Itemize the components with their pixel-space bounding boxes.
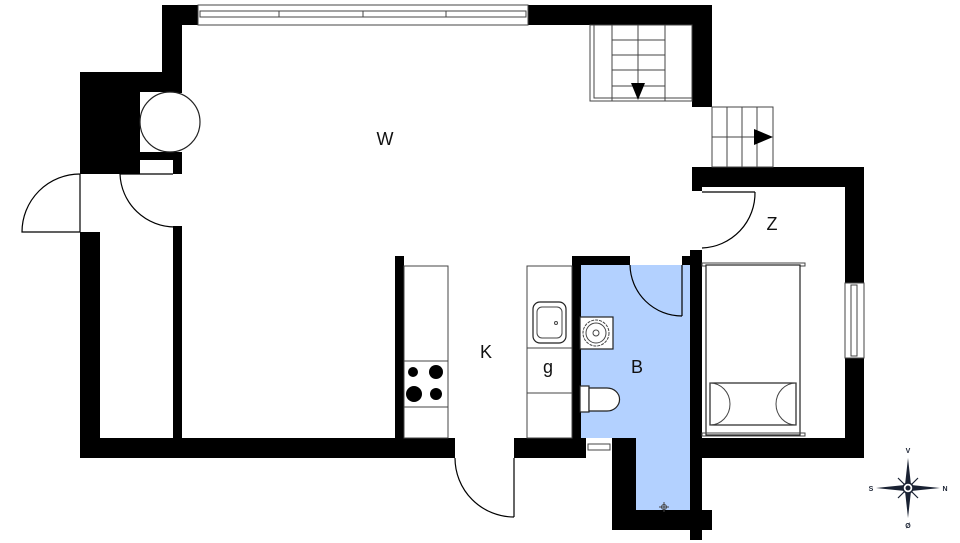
kitchen-sink-icon (532, 301, 567, 344)
stairs-outside (711, 106, 774, 168)
stairs-outside-arrow-icon (754, 129, 773, 145)
bathroom-window (586, 438, 612, 458)
wood-stove (139, 91, 201, 153)
kitchen-counter-left (403, 265, 449, 439)
room-label-bathroom: B (631, 357, 643, 377)
kitchen-counter-right (526, 265, 573, 439)
bathroom-door[interactable] (629, 264, 683, 317)
room-label-living: W (377, 129, 394, 149)
room-label-kitchen: K (480, 342, 492, 362)
bed (701, 262, 806, 437)
entry-door[interactable] (21, 173, 81, 233)
floor-drain-icon (659, 502, 669, 512)
hall-door[interactable] (119, 173, 176, 228)
room-label-utility: g (543, 357, 553, 377)
compass-north-label: N (942, 486, 947, 493)
bedroom-window (844, 282, 865, 359)
top-window (197, 4, 529, 26)
stairs-down (589, 24, 693, 102)
stairs-down-arrow-icon (631, 83, 645, 100)
walls (80, 5, 864, 540)
bedroom-door[interactable] (701, 191, 756, 249)
compass-south-label: S (869, 486, 874, 493)
compass-east-label: Ø (905, 523, 911, 530)
room-label-bedroom: Z (767, 214, 778, 234)
kitchen-door[interactable] (454, 457, 515, 518)
bathroom-sink-icon (579, 316, 614, 350)
compass-rose: V Ø S N (869, 448, 948, 530)
toilet-icon (579, 385, 621, 413)
compass-west-label: V (906, 448, 911, 455)
cooktop-icon (406, 365, 443, 402)
